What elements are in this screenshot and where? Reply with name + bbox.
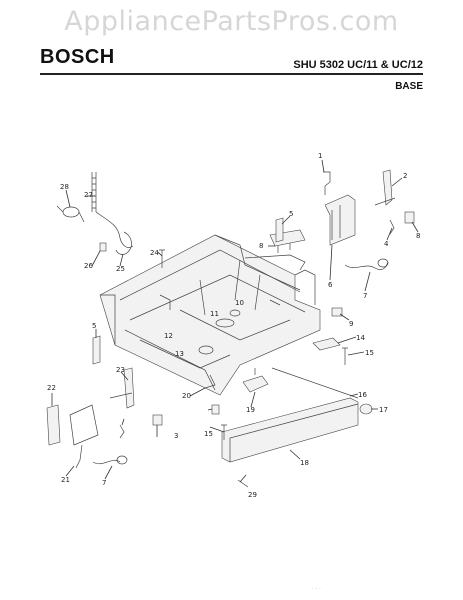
base-tub-drawing — [99, 234, 321, 396]
callout-17: 17 — [379, 406, 388, 414]
callout-11: 11 — [210, 310, 219, 318]
callout-2: 2 — [403, 172, 407, 180]
footer-mark: · · · — [311, 586, 321, 592]
callout-29: 29 — [248, 491, 257, 499]
callout-5-upper: 5 — [289, 210, 293, 218]
callout-1: 1 — [318, 152, 322, 160]
parts-drawings — [46, 169, 415, 488]
watermark: AppliancePartsPros.com — [64, 6, 399, 37]
callout-3: 3 — [174, 432, 178, 440]
callout-20: 20 — [182, 392, 191, 400]
callout-7-right: 7 — [363, 292, 367, 300]
callout-24: 24 — [150, 249, 159, 257]
callout-18: 18 — [300, 459, 309, 467]
callout-5-left: 5 — [92, 322, 96, 330]
header-rule — [40, 73, 423, 75]
callout-4: 4 — [384, 240, 389, 248]
callout-19: 19 — [246, 406, 255, 414]
callout-8-upper: 8 — [259, 242, 263, 250]
callout-15-lower: 15 — [204, 430, 213, 438]
callout-28: 28 — [60, 183, 69, 191]
callout-12: 12 — [164, 332, 173, 340]
callout-6: 6 — [328, 281, 333, 289]
callout-21: 21 — [61, 476, 70, 484]
callout-26: 26 — [84, 262, 93, 270]
callout-23: 23 — [116, 366, 125, 374]
leader-lines — [51, 159, 419, 483]
callout-10: 10 — [235, 299, 244, 307]
callout-14: 14 — [356, 334, 365, 342]
callout-labels: 1 2 3 4 5 5 6 7 7 8 8 9 10 11 12 13 14 1… — [47, 152, 420, 499]
callout-8-right: 8 — [416, 232, 420, 240]
callout-27: 27 — [84, 191, 93, 199]
callout-13: 13 — [175, 350, 184, 358]
section-title: BASE — [395, 81, 423, 92]
model-number: SHU 5302 UC/11 & UC/12 — [293, 59, 423, 71]
callout-22: 22 — [47, 384, 56, 392]
callout-16: 16 — [358, 391, 367, 399]
callout-25: 25 — [116, 265, 125, 273]
callout-9: 9 — [349, 320, 353, 328]
callout-15-right: 15 — [365, 349, 374, 357]
callout-7-lower: 7 — [102, 479, 106, 487]
brand-logo: BOSCH — [40, 46, 115, 68]
